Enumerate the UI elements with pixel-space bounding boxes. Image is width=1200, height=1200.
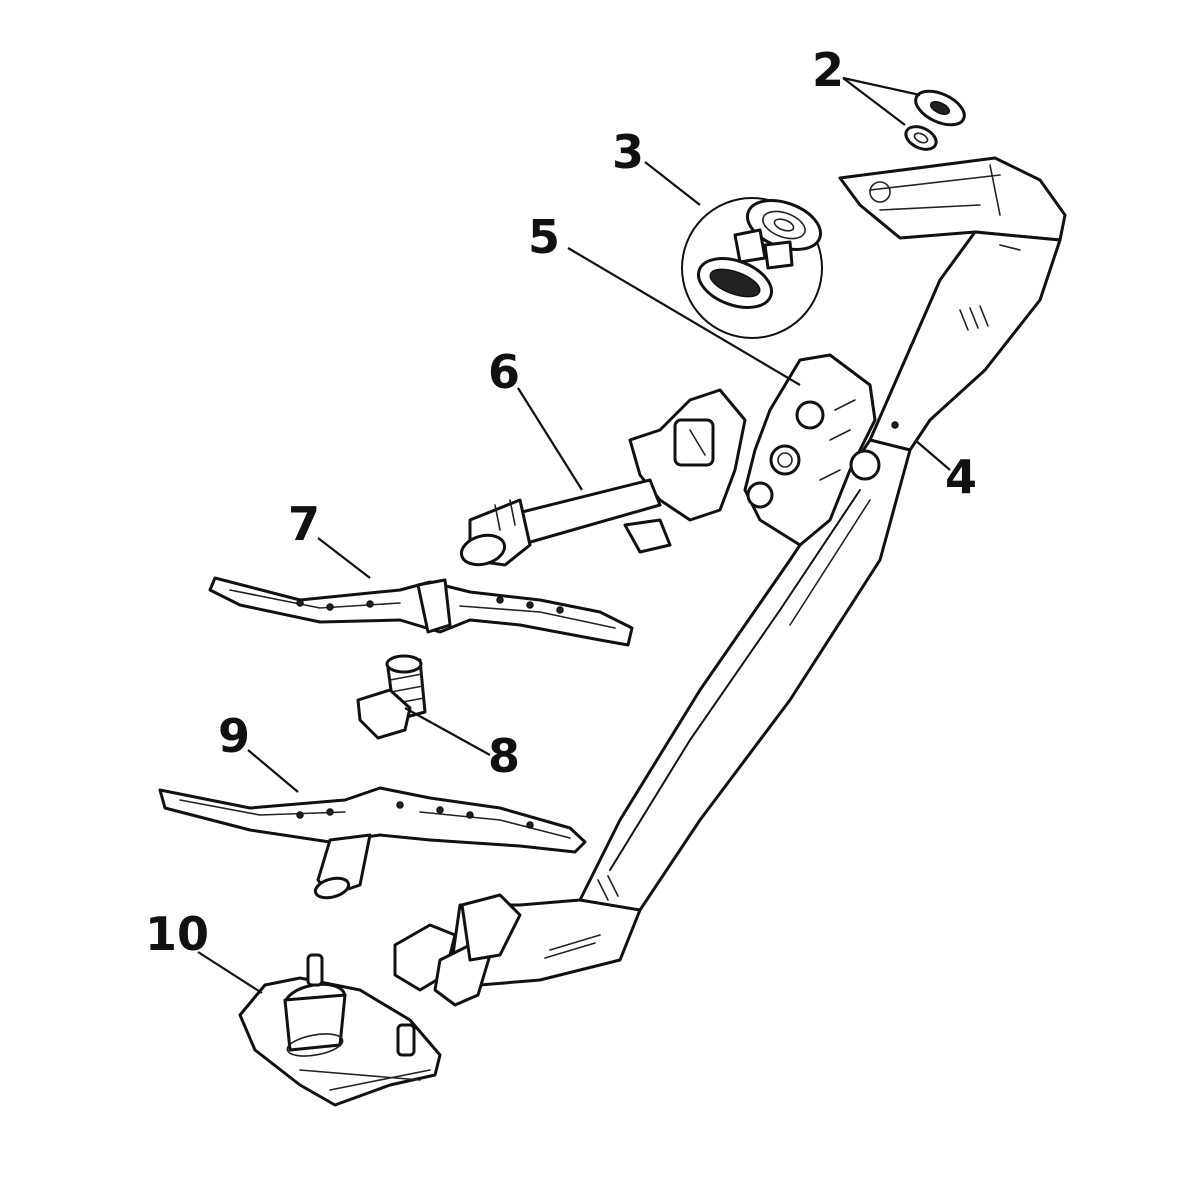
- part-6-upper-feed-assembly: [459, 388, 747, 567]
- leader-8: [404, 707, 491, 756]
- leader-3: [644, 161, 701, 206]
- leader-6: [517, 387, 583, 491]
- leader-lines: [197, 76, 951, 994]
- leader-7: [317, 537, 371, 579]
- leader-5: [567, 247, 801, 386]
- callout-8: 8: [488, 729, 520, 783]
- part-7-upper-spray-arm: [208, 576, 634, 647]
- callout-4: 4: [945, 450, 977, 504]
- callout-2: 2: [812, 43, 844, 97]
- callout-3: 3: [612, 125, 644, 179]
- leader-2b: [842, 77, 906, 126]
- part-2-nut-and-washer: [904, 89, 966, 151]
- part-3-bearing-assembly: [681, 197, 823, 339]
- leader-9: [247, 749, 299, 793]
- callout-5: 5: [528, 210, 560, 264]
- callout-6: 6: [488, 345, 520, 399]
- callout-labels: 2 3 4 5 6 7 8 9 10: [145, 43, 977, 961]
- part-5-mounting-bracket: [743, 353, 881, 547]
- callout-7: 7: [288, 497, 320, 551]
- leader-4: [914, 439, 951, 471]
- part-10-base-hub: [238, 953, 442, 1107]
- part-8-connector: [356, 654, 427, 740]
- part-9-lower-spray-arm: [158, 786, 587, 900]
- leader-10: [197, 951, 263, 994]
- callout-10: 10: [145, 907, 209, 961]
- callout-9: 9: [218, 709, 250, 763]
- part-4-supply-tube: [393, 156, 1067, 1007]
- leader-2a: [842, 76, 921, 97]
